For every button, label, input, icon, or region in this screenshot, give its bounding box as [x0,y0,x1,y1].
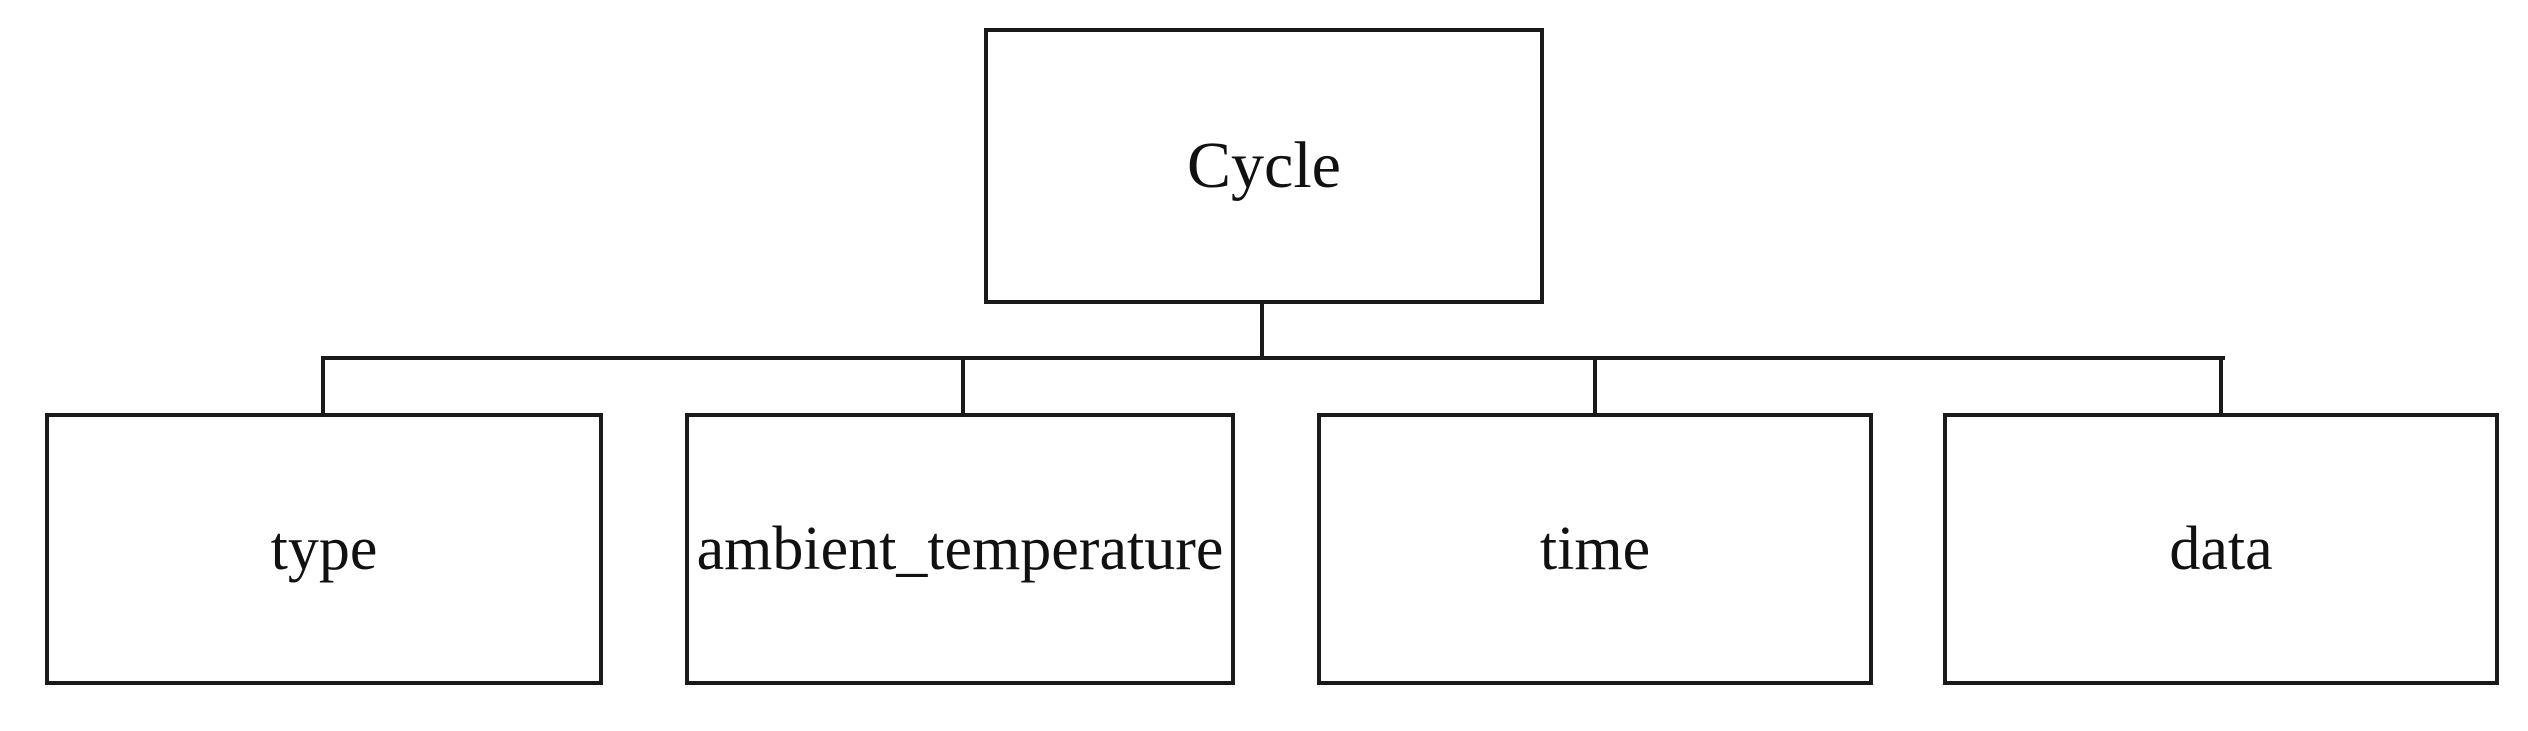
node-data-label: data [2169,515,2273,583]
connector-drop-time [1593,356,1597,415]
node-ambient-temperature: ambient_temperature [685,413,1235,685]
connector-drop-data [2219,356,2223,415]
node-type-label: type [270,515,378,583]
connector-drop-type [321,356,325,415]
node-cycle-label: Cycle [1187,129,1341,202]
node-time-label: time [1539,515,1651,583]
node-data: data [1943,413,2499,685]
node-type: type [45,413,603,685]
node-cycle: Cycle [984,28,1544,304]
connector-horizontal-bus [321,356,2225,360]
node-time: time [1317,413,1873,685]
connector-root-stem [1260,304,1264,358]
node-ambient-temperature-label: ambient_temperature [696,515,1224,583]
connector-drop-ambient-temperature [961,356,965,415]
